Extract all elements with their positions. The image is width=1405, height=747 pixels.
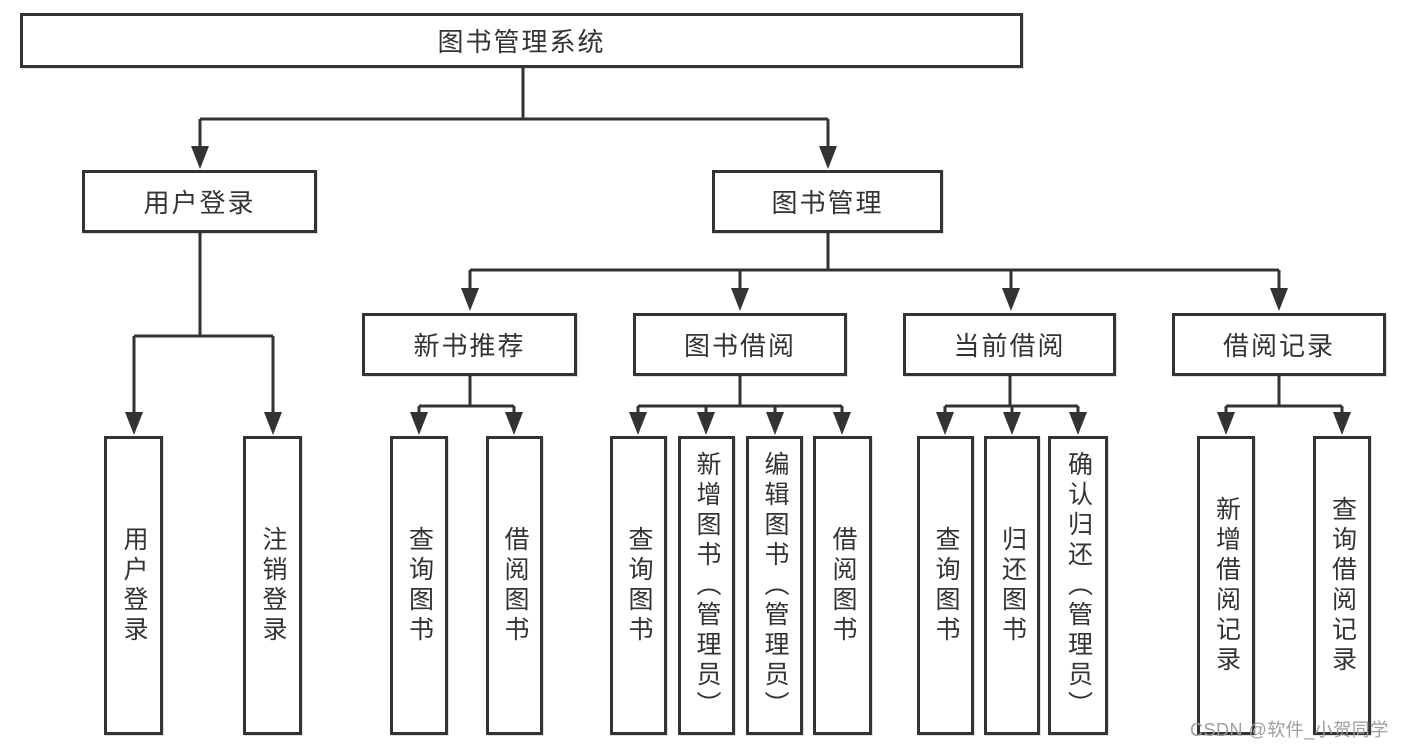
leaf-label: 借阅图书	[829, 525, 857, 646]
leaf-borrow-books-recommend: 借阅图书	[486, 436, 543, 735]
leaf-confirm-return-admin: 确认归还（管理员）	[1048, 436, 1108, 735]
leaf-label: 注销登录	[259, 525, 287, 646]
node-current-borrowing: 当前借阅	[903, 313, 1116, 376]
leaf-return-books: 归还图书	[984, 436, 1040, 735]
leaf-add-borrow-record: 新增借阅记录	[1197, 436, 1255, 735]
leaf-label: 借阅图书	[501, 525, 529, 646]
leaf-label: 新增图书（管理员）	[693, 450, 721, 721]
leaf-logout: 注销登录	[243, 436, 302, 735]
node-user-login: 用户登录	[82, 170, 317, 233]
leaf-query-borrow-record: 查询借阅记录	[1313, 436, 1371, 735]
leaf-label: 归还图书	[998, 525, 1027, 646]
node-borrow-records: 借阅记录	[1172, 313, 1386, 376]
node-new-book-recommendation: 新书推荐	[362, 313, 577, 376]
leaf-label: 查询图书	[405, 525, 434, 646]
leaf-label: 确认归还（管理员）	[1064, 450, 1093, 721]
leaf-query-books-recommend: 查询图书	[390, 436, 448, 735]
leaf-user-login: 用户登录	[104, 436, 163, 735]
node-book-management: 图书管理	[712, 170, 943, 233]
connector-root-to-level2	[191, 68, 837, 169]
connector-user-login-children	[125, 233, 282, 435]
leaf-label: 新增借阅记录	[1212, 495, 1241, 676]
csdn-watermark: CSDN @软件_小贺同学	[1190, 720, 1389, 740]
leaf-label: 编辑图书（管理员）	[761, 450, 789, 721]
connector-new-book-children	[410, 376, 523, 435]
node-library-system: 图书管理系统	[20, 13, 1023, 68]
leaf-label: 查询图书	[625, 525, 653, 646]
leaf-add-books-admin: 新增图书（管理员）	[678, 436, 735, 735]
connector-current-borrowing-children	[936, 376, 1087, 435]
node-book-borrowing: 图书借阅	[633, 313, 847, 376]
connector-book-management-children	[461, 233, 1288, 311]
leaf-label: 查询图书	[932, 525, 960, 646]
connector-borrow-records-children	[1217, 376, 1351, 435]
connector-book-borrowing-children	[629, 376, 851, 435]
leaf-label: 查询借阅记录	[1328, 495, 1357, 676]
leaf-borrow-books-borrowing: 借阅图书	[813, 436, 872, 735]
leaf-label: 用户登录	[120, 525, 148, 646]
leaf-query-books-current: 查询图书	[917, 436, 974, 735]
leaf-query-books-borrowing: 查询图书	[610, 436, 667, 735]
leaf-edit-books-admin: 编辑图书（管理员）	[746, 436, 803, 735]
